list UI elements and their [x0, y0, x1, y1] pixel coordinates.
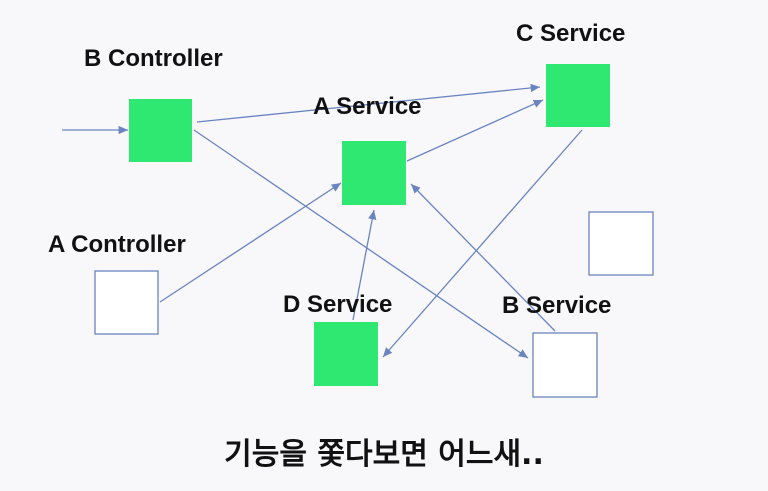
edge-a-service-to-c-service: [406, 99, 544, 162]
edge-b-controller-to-b-service: [193, 129, 529, 359]
node-a-service: [342, 141, 406, 205]
node-b-controller: [129, 99, 192, 162]
label-a-service: A Service: [313, 93, 422, 120]
edge-b-controller-to-c-service: [196, 83, 541, 123]
caption: 기능을 쫓다보면 어느새..: [224, 437, 544, 472]
node-b-service: [532, 332, 598, 398]
node-d-service: [314, 322, 378, 386]
label-a-controller: A Controller: [48, 231, 186, 258]
node-unlabeled: [588, 211, 654, 276]
edge-d-service-to-a-service: [352, 209, 377, 321]
label-d-service: D Service: [283, 291, 393, 318]
edge-b-service-to-a-service: [410, 183, 556, 332]
node-a-controller: [94, 270, 159, 335]
edge-a-controller-to-a-service: [159, 182, 342, 303]
label-c-service: C Service: [516, 20, 626, 47]
node-c-service: [546, 64, 610, 127]
label-b-controller: B Controller: [84, 45, 223, 72]
label-b-service: B Service: [502, 292, 612, 319]
edge-c-service-to-d-service: [382, 129, 583, 358]
